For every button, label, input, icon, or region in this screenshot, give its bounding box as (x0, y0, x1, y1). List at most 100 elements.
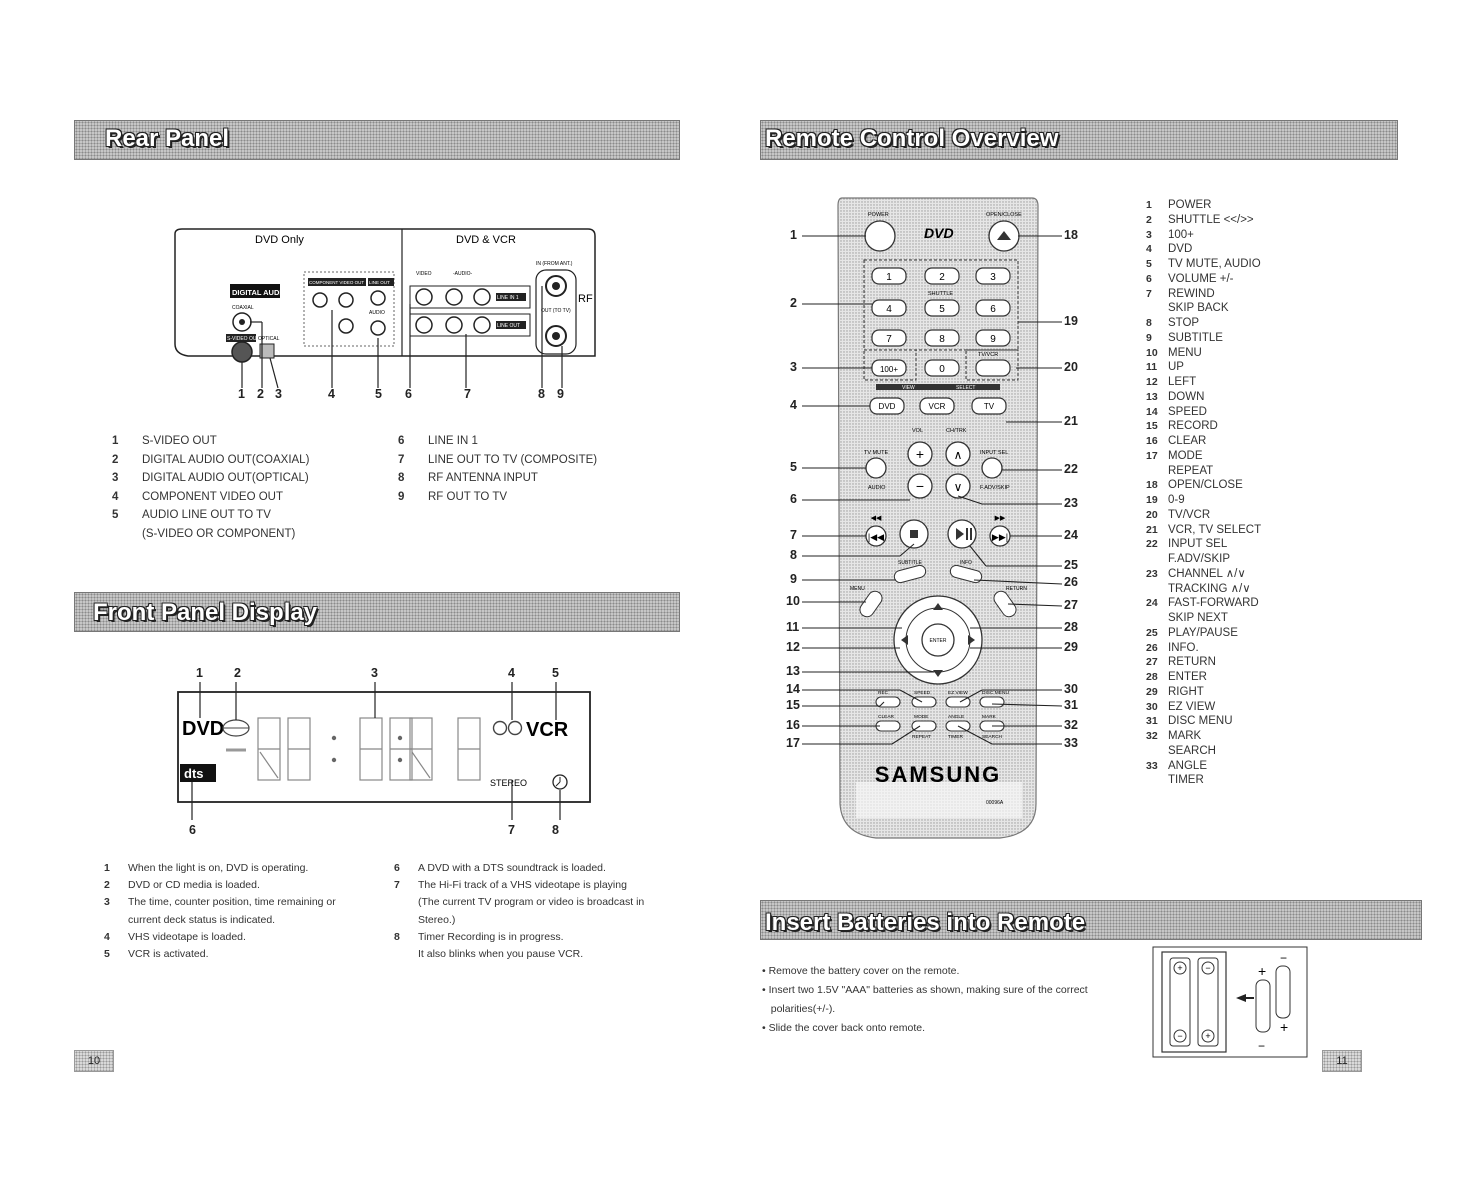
mode-button[interactable] (911, 720, 937, 732)
subtitle-button[interactable] (893, 564, 927, 584)
digit-100-plus[interactable]: 100+ (880, 365, 898, 374)
up-arrow-icon[interactable] (933, 603, 943, 610)
ch-down-button[interactable] (945, 473, 971, 499)
digit-2[interactable]: 2 (939, 272, 945, 283)
battery-instructions: • Remove the battery cover on the remote… (762, 962, 1088, 1038)
svg-text:+: + (1205, 1031, 1210, 1041)
return-button[interactable] (991, 589, 1019, 620)
remote-callout-16: 16 (786, 718, 800, 732)
remote-callout-11: 11 (786, 620, 800, 634)
svg-text:▶▶|: ▶▶| (992, 532, 1008, 542)
optical-label: OPTICAL (258, 336, 280, 342)
front-callout-5: 5 (552, 666, 559, 680)
line-in-video-jack (415, 288, 433, 306)
front-dvd-label: DVD (182, 718, 224, 740)
list-item: (S-VIDEO OR COMPONENT) (142, 527, 296, 540)
shuttle-label: SHUTTLE (928, 291, 953, 297)
rear-callout-9: 9 (557, 387, 564, 401)
audio-label-remote: AUDIO (868, 485, 886, 491)
digit-7[interactable]: 7 (886, 334, 892, 345)
remote-callout-6: 6 (790, 492, 797, 506)
input-sel-button[interactable] (981, 457, 1003, 479)
svg-text:+: + (1280, 1019, 1288, 1035)
menu-button[interactable] (857, 589, 885, 620)
insert-batteries-title: Insert Batteries into Remote (765, 909, 1086, 936)
audio-label: AUDIO (369, 310, 385, 316)
digit-4[interactable]: 4 (886, 304, 892, 315)
svg-text:−: − (1205, 963, 1210, 973)
enter-button[interactable] (921, 623, 955, 657)
tape-reel-right (507, 720, 523, 736)
digit-9[interactable]: 9 (990, 334, 996, 345)
svg-text:+: + (916, 446, 924, 462)
list-item: • Slide the cover back onto remote. (762, 1022, 926, 1034)
disc-menu-button[interactable] (979, 696, 1005, 708)
battery-aaa-2 (1275, 965, 1291, 1019)
down-arrow-icon[interactable] (933, 670, 943, 677)
audio-lr-label: -AUDIO- (453, 271, 473, 277)
remote-callout-31: 31 (1064, 698, 1078, 712)
digit-6[interactable]: 6 (990, 304, 996, 315)
remote-callout-4: 4 (790, 398, 797, 412)
speed-label: SPEED (914, 690, 931, 696)
svideo-jack (231, 341, 253, 363)
remote-callout-14: 14 (786, 682, 800, 696)
svg-text:|◀◀: |◀◀ (868, 532, 884, 542)
ch-up-button[interactable] (945, 441, 971, 467)
audio-out-r-jack (370, 320, 386, 336)
input-sel-label: INPUT SEL (980, 450, 1008, 456)
rear-callout-2: 2 (257, 387, 264, 401)
tv-button[interactable] (971, 397, 1007, 415)
open-close-label: OPEN/CLOSE (986, 212, 1022, 218)
left-arrow-icon[interactable] (901, 635, 908, 645)
optical-port (259, 343, 275, 359)
line-out-audio-l-jack (445, 316, 463, 334)
svg-text:∨: ∨ (954, 480, 963, 494)
list-item: SKIP NEXT (1168, 612, 1228, 624)
front-callout-1: 1 (196, 666, 203, 680)
right-arrow-icon[interactable] (968, 635, 975, 645)
svg-text:▶▶: ▶▶ (995, 515, 1006, 522)
remote-overview-title: Remote Control Overview (765, 125, 1059, 152)
info-button[interactable] (949, 564, 983, 584)
digit-8[interactable]: 8 (939, 334, 945, 345)
vol-down-button[interactable] (907, 473, 933, 499)
video-label: VIDEO (416, 271, 432, 277)
remote-callout-10: 10 (786, 594, 800, 608)
dts-logo (180, 764, 216, 782)
svg-text:−: − (916, 478, 924, 494)
tv-vcr-label: TV/VCR (978, 352, 998, 358)
digit-3[interactable]: 3 (990, 272, 996, 283)
vol-up-button[interactable] (907, 441, 933, 467)
tv-mute-button[interactable] (865, 457, 887, 479)
vcr-button[interactable] (919, 397, 955, 415)
digit-0[interactable]: 0 (939, 364, 945, 375)
front-callout-8: 8 (552, 823, 559, 837)
digit-1[interactable]: 1 (886, 272, 892, 283)
digit-5[interactable]: 5 (939, 304, 945, 315)
rear-callout-5: 5 (375, 387, 382, 401)
power-button[interactable] (864, 220, 896, 252)
mode-label: MODE (914, 714, 928, 720)
